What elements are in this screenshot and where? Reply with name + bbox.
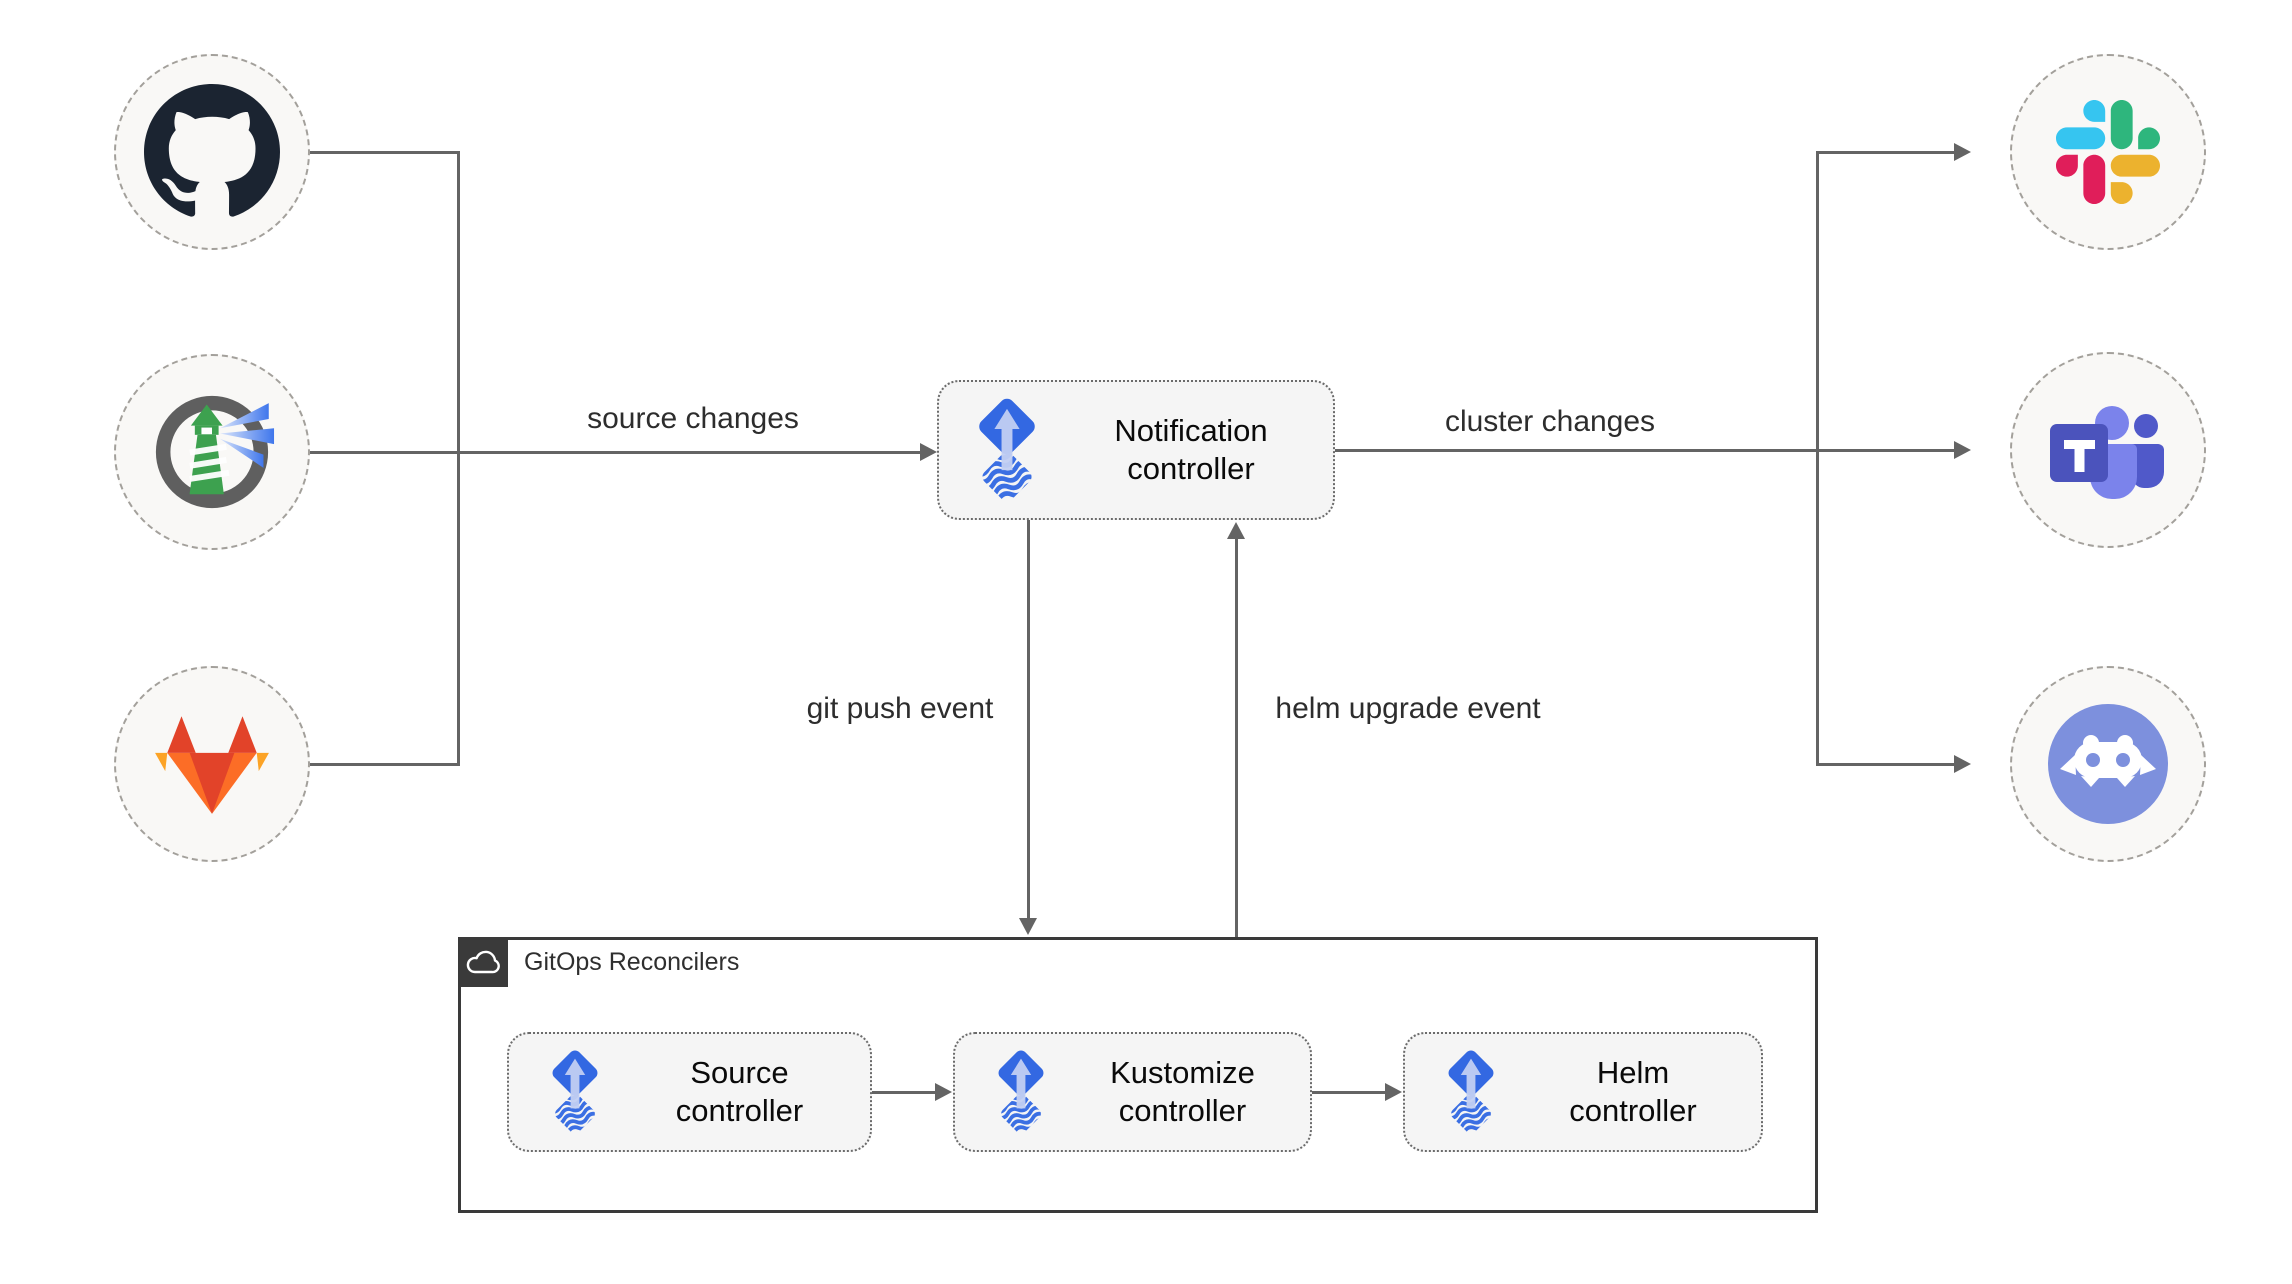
gitops-reconcilers-container <box>458 937 1818 1213</box>
gitlab-icon <box>155 716 269 814</box>
harbor-icon <box>155 395 275 509</box>
edge-label-source-changes: source changes <box>587 402 799 435</box>
arrowhead-into-reconcilers <box>1019 918 1037 935</box>
flux-icon <box>987 1048 1055 1136</box>
flux-icon <box>541 1048 609 1136</box>
edge-label-cluster-changes: cluster changes <box>1444 405 1656 438</box>
source-controller-label: Source controller <box>675 1055 804 1128</box>
edge-cluster-changes-line <box>1335 449 1955 452</box>
helm-controller-label: Helm controller <box>1569 1055 1697 1128</box>
microsoft-teams-icon <box>2050 406 2164 499</box>
arrowhead-into-discord <box>1954 755 1971 773</box>
edge-gitlab-line <box>310 763 460 766</box>
node-slack <box>2010 54 2206 250</box>
edge-right-branch-line <box>1816 151 1819 766</box>
arrowhead-into-slack <box>1954 143 1971 161</box>
arrowhead-into-notification-bottom <box>1227 522 1245 539</box>
edge-source-changes-line <box>310 451 922 454</box>
node-harbor <box>114 354 310 550</box>
node-gitlab <box>114 666 310 862</box>
arrowhead-into-teams <box>1954 441 1971 459</box>
arrowhead-into-kustomize <box>935 1083 952 1101</box>
node-discord <box>2010 666 2206 862</box>
arrowhead-into-notification-left <box>920 443 937 461</box>
flux-icon <box>1437 1048 1505 1136</box>
edge-source-to-kustomize-line <box>872 1091 936 1094</box>
edge-git-push-line <box>1027 520 1030 920</box>
discord-icon <box>2048 704 2168 824</box>
edge-left-branch-line <box>457 151 460 766</box>
gitops-reconcilers-title: GitOps Reconcilers <box>524 948 740 976</box>
edge-slack-line <box>1819 151 1955 154</box>
kustomize-controller-label: Kustomize controller <box>1110 1055 1255 1128</box>
edge-helm-upgrade-line <box>1235 539 1238 937</box>
kustomize-controller-box: Kustomize controller <box>953 1032 1312 1152</box>
cloud-icon <box>466 950 500 974</box>
source-controller-box: Source controller <box>507 1032 872 1152</box>
edge-discord-line <box>1819 763 1955 766</box>
edge-kustomize-to-helm-line <box>1312 1091 1386 1094</box>
gitops-reconcilers-badge <box>458 937 508 987</box>
node-github <box>114 54 310 250</box>
helm-controller-box: Helm controller <box>1403 1032 1763 1152</box>
edge-github-line <box>310 151 460 154</box>
arrowhead-into-helm <box>1385 1083 1402 1101</box>
node-microsoft-teams <box>2010 352 2206 548</box>
github-icon <box>144 84 280 217</box>
notification-controller-box: Notification controller <box>937 380 1335 520</box>
slack-icon <box>2056 100 2160 204</box>
flux-icon <box>965 396 1049 504</box>
edge-label-helm-upgrade-event: helm upgrade event <box>1275 692 1541 725</box>
notification-controller-label: Notification controller <box>1114 413 1268 486</box>
edge-label-git-push-event: git push event <box>806 692 994 725</box>
